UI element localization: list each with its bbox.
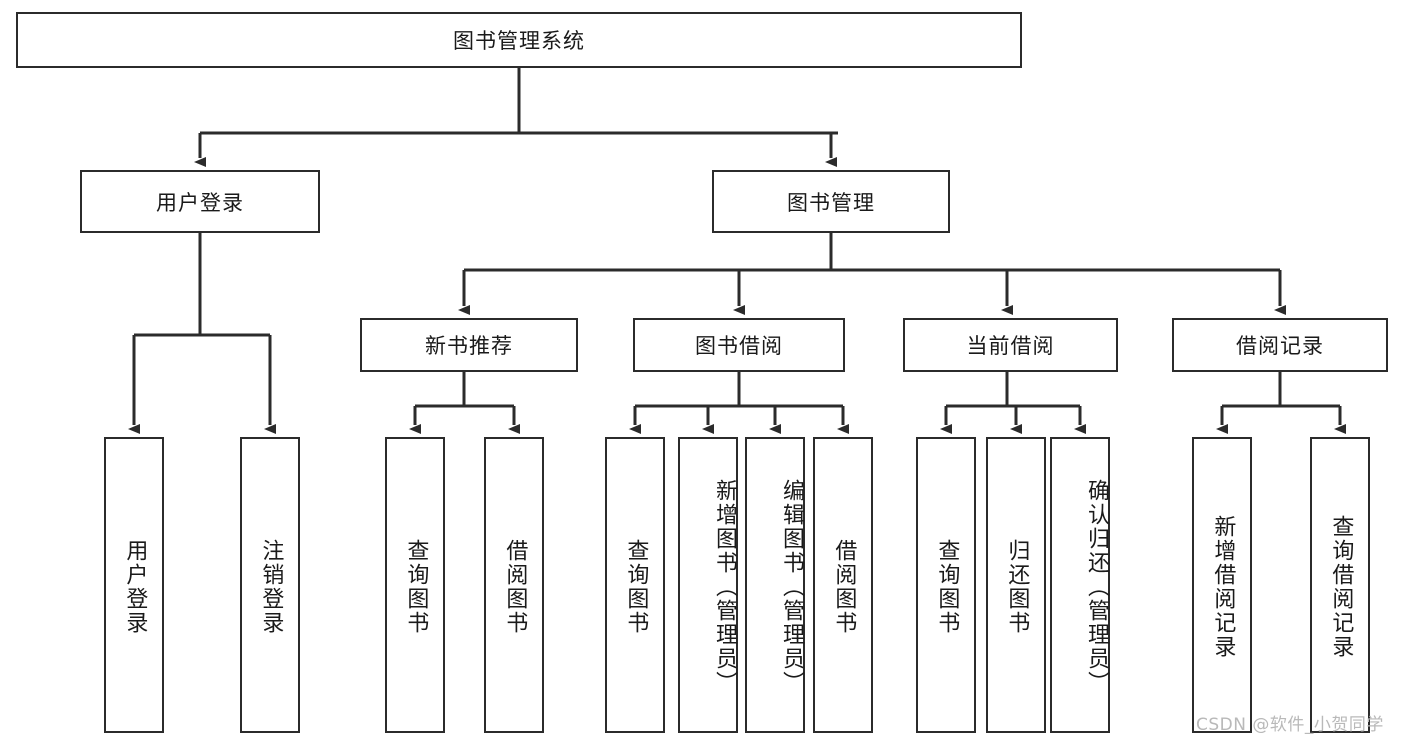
node-current-borrow-label: 当前借阅 xyxy=(966,334,1055,358)
leaf-query-borrow-record-label: 查询借阅记录 xyxy=(1328,515,1354,659)
node-root[interactable]: 图书管理系统 xyxy=(16,12,1022,68)
leaf-query-book-recommend-label: 查询图书 xyxy=(403,539,429,635)
leaf-edit-book[interactable]: 编辑图书（管理员） xyxy=(745,437,805,733)
watermark: CSDN @软件_小贺同学 xyxy=(1196,715,1384,735)
node-borrow-record[interactable]: 借阅记录 xyxy=(1172,318,1388,372)
leaf-add-borrow-record-label: 新增借阅记录 xyxy=(1210,515,1236,659)
node-book-borrow[interactable]: 图书借阅 xyxy=(633,318,845,372)
leaf-confirm-return[interactable]: 确认归还（管理员） xyxy=(1050,437,1110,733)
node-book-manage[interactable]: 图书管理 xyxy=(712,170,950,233)
leaf-query-borrow-record[interactable]: 查询借阅记录 xyxy=(1310,437,1370,733)
node-user-login-label: 用户登录 xyxy=(156,190,244,215)
node-root-label: 图书管理系统 xyxy=(453,29,585,53)
leaf-add-borrow-record[interactable]: 新增借阅记录 xyxy=(1192,437,1252,733)
node-borrow-record-label: 借阅记录 xyxy=(1236,334,1324,358)
leaf-return-book-label: 归还图书 xyxy=(1004,539,1030,635)
leaf-logout-label: 注销登录 xyxy=(258,539,284,635)
leaf-borrow-book[interactable]: 借阅图书 xyxy=(813,437,873,733)
node-book-manage-label: 图书管理 xyxy=(787,190,875,215)
node-user-login[interactable]: 用户登录 xyxy=(80,170,320,233)
leaf-query-book-borrow-label: 查询图书 xyxy=(623,539,649,635)
leaf-add-book[interactable]: 新增图书（管理员） xyxy=(678,437,738,733)
leaf-borrow-book-recommend[interactable]: 借阅图书 xyxy=(484,437,544,733)
leaf-borrow-book-label: 借阅图书 xyxy=(831,539,857,635)
node-new-book-recommend[interactable]: 新书推荐 xyxy=(360,318,578,372)
node-current-borrow[interactable]: 当前借阅 xyxy=(903,318,1118,372)
leaf-add-book-label: 新增图书（管理员） xyxy=(712,479,737,695)
leaf-query-book-current[interactable]: 查询图书 xyxy=(916,437,976,733)
leaf-confirm-return-label: 确认归还（管理员） xyxy=(1084,479,1109,695)
leaf-edit-book-label: 编辑图书（管理员） xyxy=(779,479,804,695)
leaf-user-login[interactable]: 用户登录 xyxy=(104,437,164,733)
leaf-borrow-book-recommend-label: 借阅图书 xyxy=(502,539,528,635)
leaf-return-book[interactable]: 归还图书 xyxy=(986,437,1046,733)
leaf-user-login-label: 用户登录 xyxy=(122,539,148,635)
node-book-borrow-label: 图书借阅 xyxy=(695,334,783,358)
leaf-logout[interactable]: 注销登录 xyxy=(240,437,300,733)
leaf-query-book-current-label: 查询图书 xyxy=(934,539,960,635)
leaf-query-book-borrow[interactable]: 查询图书 xyxy=(605,437,665,733)
node-new-book-recommend-label: 新书推荐 xyxy=(425,334,513,358)
leaf-query-book-recommend[interactable]: 查询图书 xyxy=(385,437,445,733)
